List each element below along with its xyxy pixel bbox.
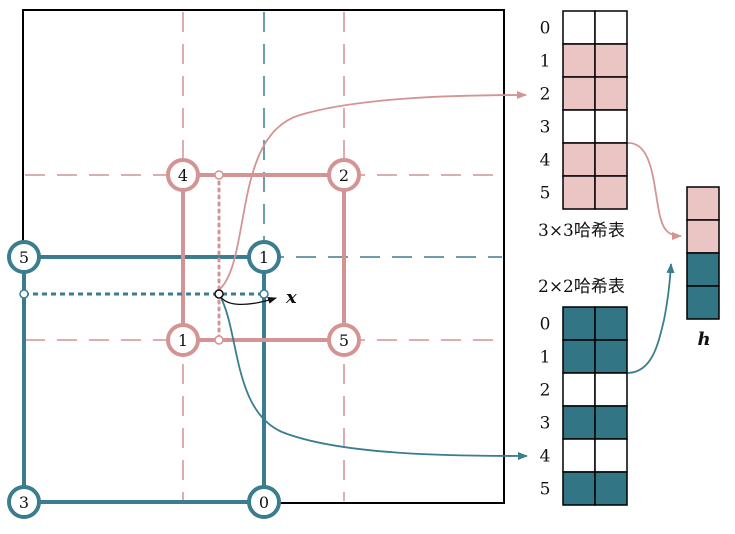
fine-cell: [181, 173, 346, 342]
coarse-corner-node-top-left: 5: [7, 240, 41, 274]
hash-table-2x2-caption: 2×2哈希表: [538, 277, 625, 297]
hash-table-cell: [562, 471, 596, 506]
hash-table-row: 3: [540, 405, 628, 440]
hash-table-cell: [594, 306, 628, 341]
hash-table-index: 0: [540, 315, 551, 335]
hash-table-cell: [562, 10, 596, 45]
lookup-arrow-to-2x2-table: [218, 293, 528, 460]
hash-table-cell: [562, 142, 596, 177]
hash-table-index: 2: [540, 85, 551, 105]
hash-table-cell: [594, 438, 628, 473]
concat-arrow-from-3x3: [627, 142, 682, 240]
hash-table-cell: [562, 43, 596, 78]
fine-interp-node-top: [214, 170, 224, 180]
hash-table-cell: [594, 43, 628, 78]
corner-label: 1: [259, 248, 269, 267]
hash-table-cell: [562, 405, 596, 440]
fine-corner-node-top-right: 2: [327, 158, 361, 192]
fine-corner-node-top-left: 4: [166, 158, 200, 192]
hash-table-index: 5: [540, 480, 551, 500]
hash-table-cell: [594, 10, 628, 45]
hash-table-row: 0: [540, 306, 628, 341]
hash-table-cell: [594, 142, 628, 177]
query-point: [214, 289, 224, 299]
hash-table-row: 4: [540, 142, 628, 177]
fine-corner-node-bottom-right: 5: [327, 323, 361, 357]
hash-table-row: 1: [540, 339, 628, 374]
corner-label: 4: [178, 166, 188, 185]
fine-corner-node-bottom-left: 1: [166, 323, 200, 357]
query-point-label: x: [285, 287, 297, 308]
hash-table-cell: [562, 306, 596, 341]
feature-vector-cell: [686, 285, 720, 320]
output-feature-vector: [686, 186, 720, 320]
feature-vector-cell: [686, 219, 720, 254]
hash-table-row: 4: [540, 438, 628, 473]
hash-table-row: 0: [540, 10, 628, 45]
coarse-cell: [22, 255, 266, 504]
corner-label: 3: [19, 493, 29, 512]
hash-table-index: 4: [540, 151, 551, 171]
corner-label: 0: [259, 493, 269, 512]
hash-table-3x3: 0 1 2 3 4 5: [540, 10, 628, 210]
hash-table-cell: [562, 372, 596, 407]
hash-table-row: 3: [540, 109, 628, 144]
corner-label: 5: [19, 248, 29, 267]
hash-table-cell: [562, 109, 596, 144]
hash-table-row: 2: [540, 76, 628, 111]
lookup-arrow-to-3x3-table: [218, 91, 527, 291]
hash-table-cell: [594, 339, 628, 374]
hash-table-row: 5: [540, 175, 628, 210]
feature-vector-cell: [686, 252, 720, 287]
coarse-interp-node-left: [19, 289, 29, 299]
hash-table-cell: [594, 405, 628, 440]
fine-interp-node-bottom: [214, 335, 224, 345]
hash-table-index: 0: [540, 19, 551, 39]
feature-vector-cell: [686, 186, 720, 221]
hash-table-cell: [594, 76, 628, 111]
hash-table-index: 2: [540, 381, 551, 401]
hash-table-cell: [594, 109, 628, 144]
hash-table-index: 3: [540, 414, 551, 434]
hash-table-index: 4: [540, 447, 551, 467]
corner-label: 1: [178, 331, 188, 350]
hash-table-row: 2: [540, 372, 628, 407]
hash-table-3x3-caption: 3×3哈希表: [538, 221, 625, 241]
coarse-corner-node-bottom-left: 3: [7, 485, 41, 519]
hash-table-row: 5: [540, 471, 628, 506]
hash-table-cell: [594, 471, 628, 506]
hash-table-cell: [594, 372, 628, 407]
hash-table-cell: [562, 175, 596, 210]
hash-table-index: 1: [540, 52, 551, 72]
coarse-grid-lines: [263, 12, 502, 258]
hash-table-index: 3: [540, 118, 551, 138]
hash-table-cell: [562, 438, 596, 473]
coarse-corner-node-bottom-right: 0: [247, 485, 281, 519]
coarse-interp-node-right: [259, 289, 269, 299]
hash-table-cell: [562, 339, 596, 374]
coarse-corner-node-top-right: 1: [247, 240, 281, 274]
hash-table-index: 5: [540, 184, 551, 204]
corner-label: 2: [339, 166, 349, 185]
concat-arrow-from-2x2: [627, 263, 675, 374]
output-vector-label: h: [697, 329, 710, 350]
hash-table-cell: [594, 175, 628, 210]
corner-label: 5: [339, 331, 349, 350]
hash-table-index: 1: [540, 348, 551, 368]
hash-table-cell: [562, 76, 596, 111]
hash-table-row: 1: [540, 43, 628, 78]
hash-table-2x2: 0 1 2 3 4 5: [540, 306, 628, 506]
